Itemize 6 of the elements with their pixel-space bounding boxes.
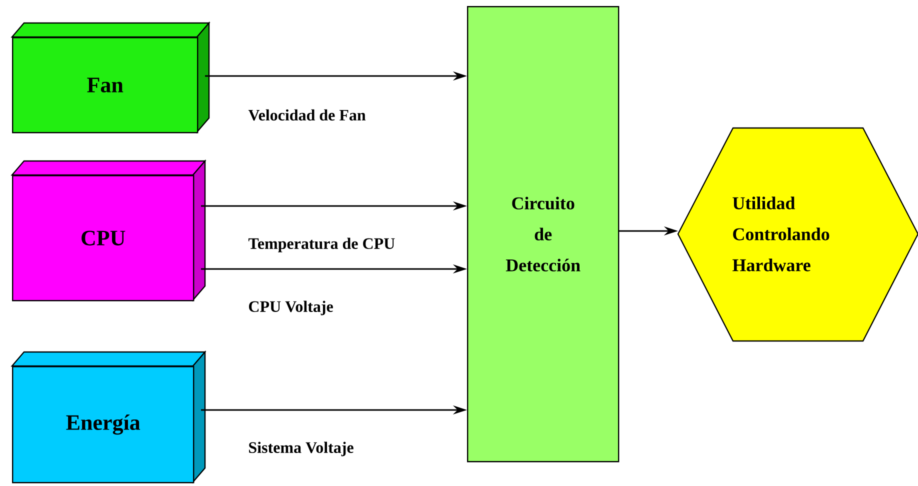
hexagon: Utilidad Controlando Hardware	[677, 127, 918, 342]
edge-label: CPU Voltaje	[249, 300, 333, 316]
edge-label: Velocidad de Fan	[248, 109, 366, 121]
process-box: Circuito de Detección	[467, 6, 620, 462]
edge-label: Sistema Voltaje	[249, 442, 354, 456]
edge-label: Temperatura de CPU	[248, 238, 395, 252]
